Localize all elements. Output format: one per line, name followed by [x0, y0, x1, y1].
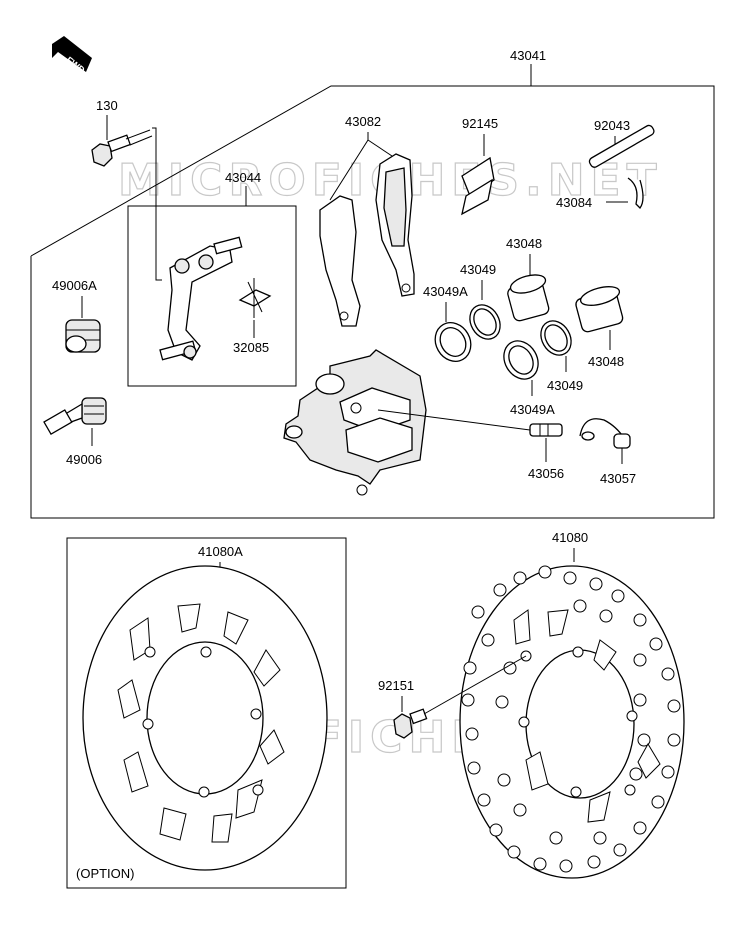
label-43049-top: 43049: [460, 262, 496, 277]
label-43044: 43044: [225, 170, 261, 185]
bracket-43044: [159, 236, 243, 361]
pad-clip-92145: [461, 156, 495, 216]
pad-spring-32085: [238, 278, 272, 318]
label-43082: 43082: [345, 114, 381, 129]
seal-43049-top: [469, 304, 501, 340]
label-43041: 43041: [510, 48, 546, 63]
pin-49006: [43, 397, 107, 436]
bleeder-valve-43056: [529, 423, 563, 437]
label-32085: 32085: [233, 340, 269, 355]
label-130: 130: [96, 98, 118, 113]
label-41080: 41080: [552, 530, 588, 545]
label-92043: 92043: [594, 118, 630, 133]
label-43049-bottom: 43049: [547, 378, 583, 393]
label-43056: 43056: [528, 466, 564, 481]
brake-disc-41080: [459, 565, 685, 879]
brake-pad-front-43082: [375, 153, 415, 297]
option-frame: [66, 537, 347, 889]
label-43084: 43084: [556, 195, 592, 210]
brake-pad-back-43082: [319, 195, 361, 327]
seal-43049A-bottom: [503, 340, 539, 380]
label-92151: 92151: [378, 678, 414, 693]
label-43048-top: 43048: [506, 236, 542, 251]
label-43048-bottom: 43048: [588, 354, 624, 369]
caliper-body: [283, 349, 427, 496]
bracket-subframe: [127, 205, 297, 387]
piston-43048-bottom: [575, 286, 624, 333]
brake-disc-41080A: [82, 565, 328, 871]
pin-clip-43084: [627, 177, 644, 209]
label-49006A: 49006A: [52, 278, 97, 293]
label-43049A-bottom: 43049A: [510, 402, 555, 417]
seal-43049A-top: [434, 322, 472, 362]
caliper-assembly-frame: [30, 85, 715, 519]
option-label: (OPTION): [76, 866, 135, 881]
label-92145: 92145: [462, 116, 498, 131]
label-49006: 49006: [66, 452, 102, 467]
fwd-arrow-icon: FWD: [52, 36, 92, 76]
label-41080A: 41080A: [198, 544, 243, 559]
piston-43048-top: [507, 274, 550, 322]
bolt-130: [91, 129, 153, 167]
bleeder-cap-43057: [579, 418, 631, 449]
seal-43049-bottom: [540, 320, 572, 356]
label-43049A-top: 43049A: [423, 284, 468, 299]
boot-49006A: [65, 319, 101, 353]
pad-pin-92043: [588, 124, 655, 168]
label-43057: 43057: [600, 471, 636, 486]
